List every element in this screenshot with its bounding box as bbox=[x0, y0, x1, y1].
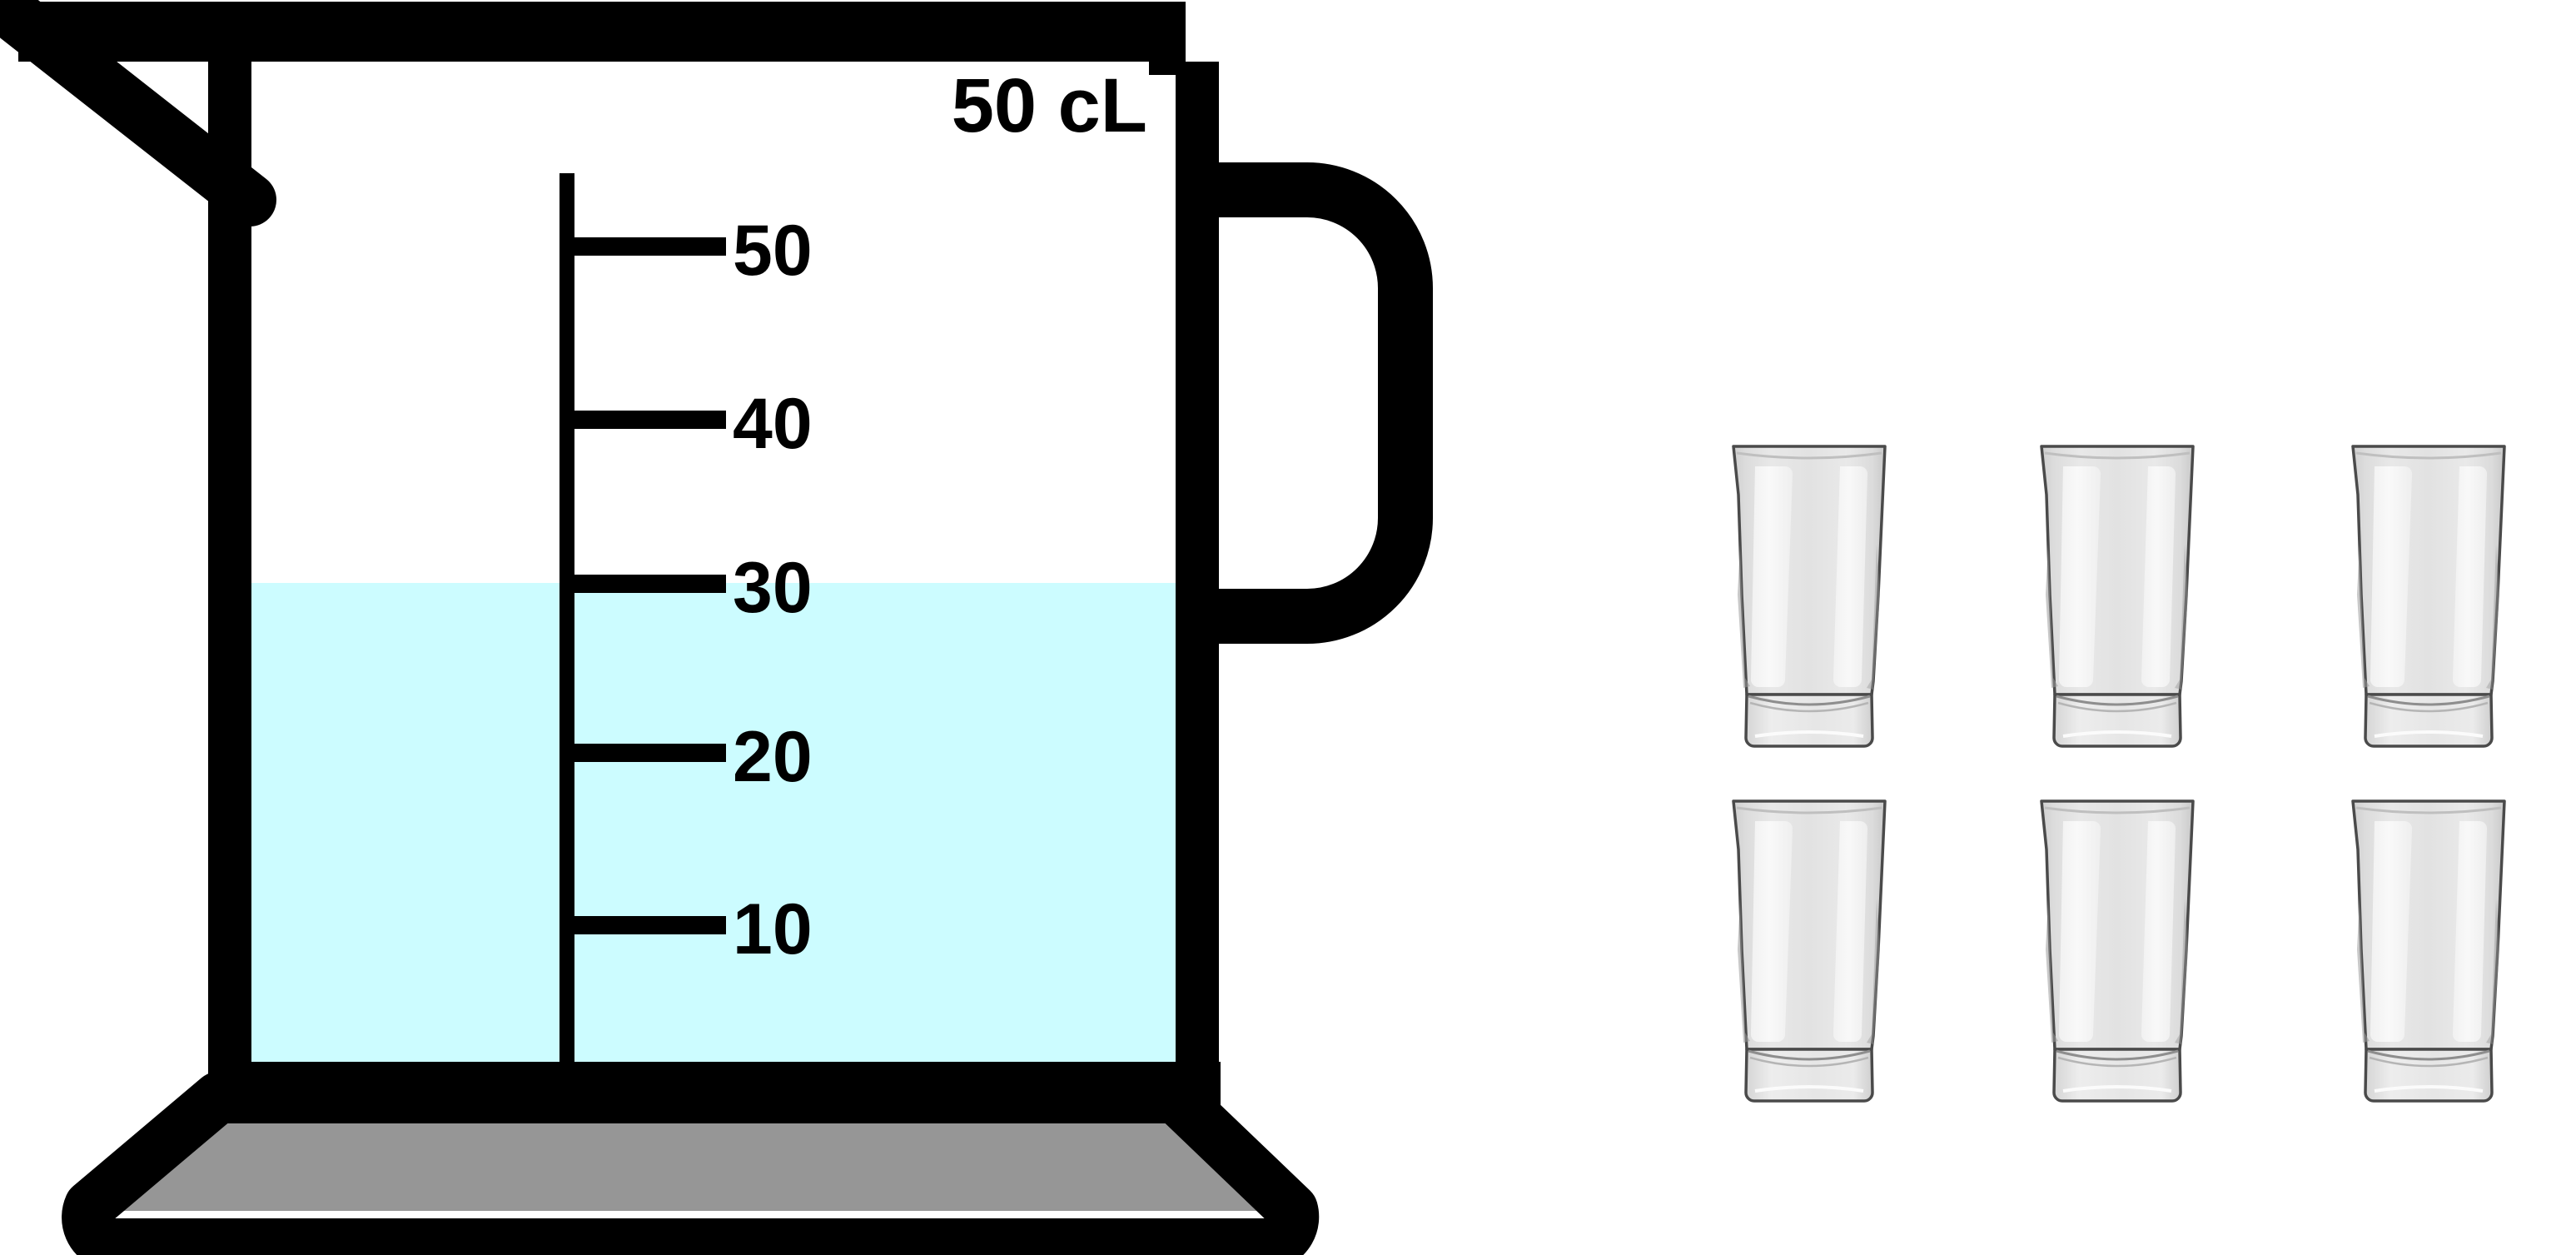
tick-label: 30 bbox=[733, 548, 813, 628]
glass-grid bbox=[1732, 445, 2506, 1103]
capacity-label: 50 cL bbox=[952, 63, 1147, 148]
tick-label: 20 bbox=[733, 717, 813, 797]
tick-mark bbox=[559, 237, 726, 256]
tick-mark bbox=[559, 575, 726, 593]
glass-item-5 bbox=[2040, 799, 2195, 1103]
jug-rim-corner bbox=[1149, 12, 1186, 75]
scale-tick-50: 50 bbox=[559, 211, 813, 291]
glass-item-6 bbox=[2351, 799, 2506, 1103]
tick-label: 50 bbox=[733, 211, 813, 291]
measuring-jug: 50 cL 50 40 30 bbox=[0, 0, 1433, 1255]
scale-spine bbox=[559, 173, 574, 1073]
tick-mark bbox=[559, 411, 726, 429]
glass-item-3 bbox=[2351, 445, 2506, 748]
glass-item-1 bbox=[1732, 445, 1887, 748]
water-fill bbox=[248, 583, 1179, 1062]
glass-item-4 bbox=[1732, 799, 1887, 1103]
scale-tick-10: 10 bbox=[559, 889, 813, 969]
glass-item-2 bbox=[2040, 445, 2195, 748]
jug-base-plate bbox=[113, 1108, 1281, 1211]
tick-mark bbox=[559, 916, 726, 934]
jug-right-wall bbox=[1176, 62, 1219, 1108]
scale-tick-30: 30 bbox=[559, 548, 813, 628]
scale-tick-40: 40 bbox=[559, 384, 813, 464]
scale-tick-20: 20 bbox=[559, 717, 813, 797]
jug-handle bbox=[1199, 162, 1433, 644]
jug-base-outline bbox=[62, 1072, 1320, 1255]
tick-label: 10 bbox=[733, 889, 813, 969]
volume-scale: 50 40 30 20 bbox=[559, 173, 813, 1073]
jug-left-wall-thick bbox=[208, 62, 251, 1108]
tick-label: 40 bbox=[733, 384, 813, 464]
tick-mark bbox=[559, 744, 726, 762]
